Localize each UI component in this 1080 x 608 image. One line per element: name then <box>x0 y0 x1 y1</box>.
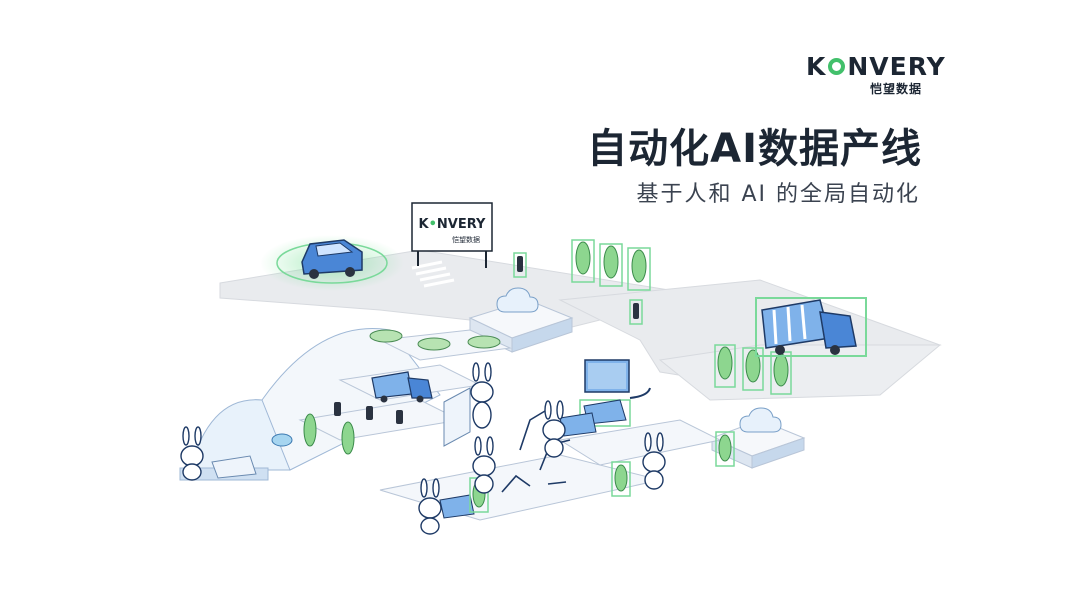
crosswalk <box>411 260 455 288</box>
cylinders <box>369 329 501 351</box>
whiteboard <box>443 387 471 447</box>
billboard: K•NVERY 恺望数据 <box>411 202 493 268</box>
traffic-light-icon <box>513 252 643 325</box>
brand-wordmark: K NVERY <box>806 52 946 81</box>
brand-logo: K NVERY 恺望数据 <box>806 50 945 96</box>
cloud-platform-right <box>710 407 806 469</box>
billboard-subname: 恺望数据 <box>452 235 480 244</box>
robot-arm-icon <box>629 387 651 399</box>
tree-cluster-lower <box>469 431 735 513</box>
page-title: 自动化AI数据产线 <box>587 126 922 172</box>
tree-row-right <box>714 344 792 395</box>
laptops <box>211 412 597 519</box>
brand-o-icon <box>828 58 846 75</box>
cloud-platform-top <box>468 287 574 353</box>
truck-large <box>755 297 867 357</box>
brand-wordmark-left: K <box>806 52 827 81</box>
truck-small <box>371 371 433 403</box>
tree-row-top <box>571 239 651 291</box>
brand-subname: 恺望数据 <box>869 82 922 96</box>
brand-wordmark-right: NVERY <box>847 52 946 81</box>
cloud-sync-icon <box>496 287 539 313</box>
page-subtitle: 基于人和 AI 的全局自动化 <box>636 182 920 207</box>
bunny-mascot-icon <box>180 362 666 535</box>
billboard-wordmark: K•NVERY <box>419 217 487 232</box>
road-right-lower <box>658 344 942 401</box>
car <box>301 239 363 279</box>
monitor-station <box>579 359 651 427</box>
tree-cluster-mid <box>271 402 403 455</box>
